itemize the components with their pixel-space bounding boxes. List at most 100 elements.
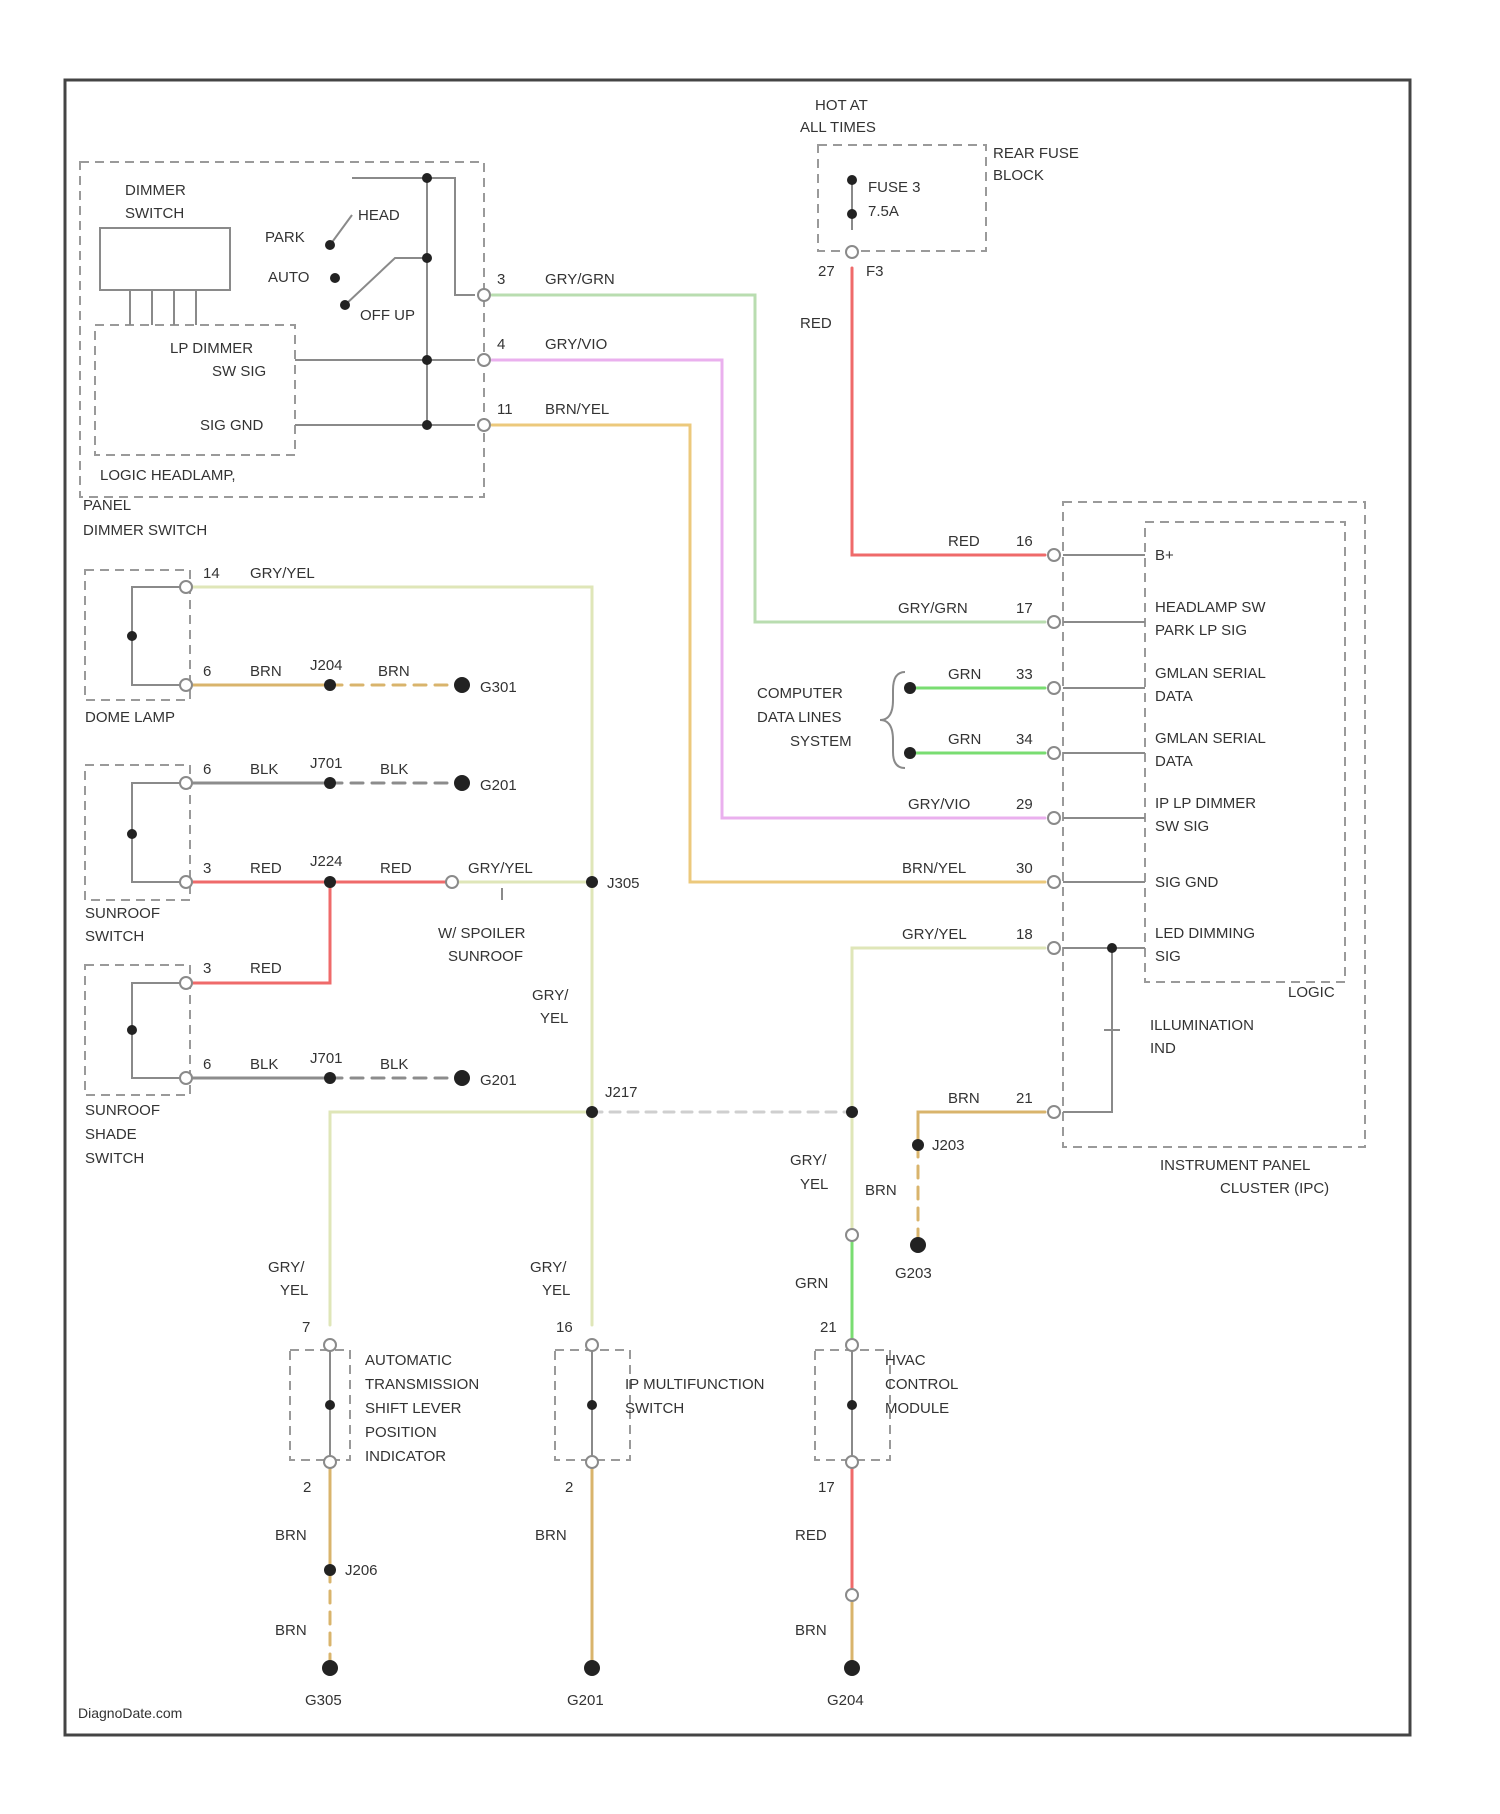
ipmf-pin-2 xyxy=(586,1456,598,1468)
hvac-pin-17 xyxy=(846,1456,858,1468)
off-ul-contact xyxy=(340,300,350,310)
dome-lamp-pin-14 xyxy=(180,581,192,593)
hvac-led xyxy=(847,1400,857,1410)
trans-label-5: INDICATOR xyxy=(365,1448,446,1465)
rear-fuse-label-1: REAR FUSE xyxy=(993,145,1079,162)
trans-indicator-box xyxy=(290,1350,350,1460)
dome-ground: G301 xyxy=(480,679,517,696)
ground-symbols xyxy=(322,677,926,1676)
hvac-pin-top: 21 xyxy=(820,1319,837,1336)
illumination-led xyxy=(1104,1022,1120,1040)
shade-pin-6-label: 6 xyxy=(203,1056,211,1073)
svg-text:BRN/YEL: BRN/YEL xyxy=(902,860,966,877)
wire-pin-11: 11 xyxy=(497,401,513,418)
headlamp-contact-park xyxy=(330,215,352,245)
hvac-label-2: CONTROL xyxy=(885,1376,958,1393)
svg-text:34: 34 xyxy=(1016,731,1033,748)
sunroof-splice-blk: J701 xyxy=(310,755,343,772)
headlamp-contact-auto xyxy=(345,258,427,305)
sunroof-shade-contact xyxy=(127,1025,137,1035)
fuse-pin-b: F3 xyxy=(866,263,884,280)
pin-3-connector xyxy=(478,289,490,301)
hvac-inline-connector-bottom xyxy=(846,1589,858,1601)
dome-wire-top: GRY/YEL xyxy=(250,565,315,582)
ipc-gry-yel-1: GRY/ xyxy=(790,1152,827,1169)
illumination-label-2: IND xyxy=(1150,1040,1176,1057)
ipc-ground-label: G203 xyxy=(895,1265,932,1282)
spoiler-label-1: W/ SPOILER xyxy=(438,925,526,942)
dimmer-switch-body xyxy=(100,228,230,290)
svg-text:18: 18 xyxy=(1016,926,1033,943)
shade-label-3: SWITCH xyxy=(85,1150,144,1167)
lp-dimmer-label-2: SW SIG xyxy=(212,363,266,380)
ipmf-wire-top-1: GRY/ xyxy=(530,1259,567,1276)
sunroof-label-1: SUNROOF xyxy=(85,905,160,922)
dome-wire-bottom-2: BRN xyxy=(378,663,410,680)
ipmf-ground: G201 xyxy=(567,1692,604,1709)
svg-text:GRY/GRN: GRY/GRN xyxy=(898,600,968,617)
svg-text:B+: B+ xyxy=(1155,547,1174,564)
lp-dimmer-label-1: LP DIMMER xyxy=(170,340,253,357)
trans-wire-bottom: BRN xyxy=(275,1527,307,1544)
dimmer-switch-leads xyxy=(130,290,196,325)
sunroof-wire-red: RED xyxy=(250,860,282,877)
bus-dot-mid xyxy=(422,253,432,263)
fuse-label-1: FUSE 3 xyxy=(868,179,921,196)
sunroof-shade-element xyxy=(132,983,182,1078)
fuse-pin-a: 27 xyxy=(818,263,835,280)
hvac-wire-bottom-2: BRN xyxy=(795,1622,827,1639)
splice-dots xyxy=(324,679,924,1576)
dome-lamp-element xyxy=(132,587,182,685)
logic-headlamp-label-1: LOGIC HEADLAMP, xyxy=(100,467,236,484)
bus-dot-top xyxy=(422,173,432,183)
shade-wire-blk: BLK xyxy=(250,1056,278,1073)
svg-text:SW SIG: SW SIG xyxy=(1155,818,1209,835)
dome-lamp-pin-6 xyxy=(180,679,192,691)
ipc-ground-wire: BRN xyxy=(865,1182,897,1199)
shade-pin-6 xyxy=(180,1072,192,1084)
hvac-label-1: HVAC xyxy=(885,1352,926,1369)
trans-pin-top: 7 xyxy=(302,1319,310,1336)
fuse-pin-bottom xyxy=(847,209,857,219)
wire-color-gryvio: GRY/VIO xyxy=(545,336,607,353)
park-label: PARK xyxy=(265,229,305,246)
shade-pin-3-label: 3 xyxy=(203,960,211,977)
gry-yel-vertical-1: GRY/ xyxy=(532,987,569,1004)
fuse-wire-label: RED xyxy=(800,315,832,332)
trans-indicator-led xyxy=(325,1400,335,1410)
trans-wire-top-2: YEL xyxy=(280,1282,308,1299)
dome-splice: J204 xyxy=(310,657,343,674)
ipc-pin-leads xyxy=(1063,555,1145,1112)
svg-text:DATA: DATA xyxy=(1155,753,1193,770)
trans-wire-top-1: GRY/ xyxy=(268,1259,305,1276)
dome-lamp-label: DOME LAMP xyxy=(85,709,175,726)
auto-label: AUTO xyxy=(268,269,309,286)
wire-gry-vio xyxy=(492,360,1045,818)
shade-splice: J701 xyxy=(310,1050,343,1067)
ipmf-pin-top: 16 xyxy=(556,1319,573,1336)
rear-fuse-block-box xyxy=(818,145,986,251)
svg-text:29: 29 xyxy=(1016,796,1033,813)
logic-box xyxy=(1145,522,1345,982)
ipmf-wire-top-2: YEL xyxy=(542,1282,570,1299)
dome-pin-6: 6 xyxy=(203,663,211,680)
data-line-dot-34 xyxy=(904,747,916,759)
shade-label-2: SHADE xyxy=(85,1126,137,1143)
diagram-frame xyxy=(65,80,1410,1735)
svg-text:GMLAN SERIAL: GMLAN SERIAL xyxy=(1155,730,1266,747)
svg-text:SIG: SIG xyxy=(1155,948,1181,965)
trans-pin-2 xyxy=(324,1456,336,1468)
ipc-wire-labels: RED 16 GRY/GRN 17 GRN 33 GRN 34 GRY/VIO … xyxy=(898,533,1033,1107)
ipc-gry-yel-2: YEL xyxy=(800,1176,828,1193)
hvac-pin-bottom: 17 xyxy=(818,1479,835,1496)
shade-wire-blk-2: BLK xyxy=(380,1056,408,1073)
watermark: DiagnoDate.com xyxy=(78,1705,182,1721)
wire-gry-yel-dome xyxy=(190,587,592,1325)
fuse-connector xyxy=(846,246,858,258)
wire-color-grygrn: GRY/GRN xyxy=(545,271,615,288)
lp-dimmer-leads xyxy=(295,360,475,425)
sunroof-splice-red: J224 xyxy=(310,853,343,870)
hvac-label-3: MODULE xyxy=(885,1400,949,1417)
wire-brn-yel xyxy=(492,425,1045,882)
